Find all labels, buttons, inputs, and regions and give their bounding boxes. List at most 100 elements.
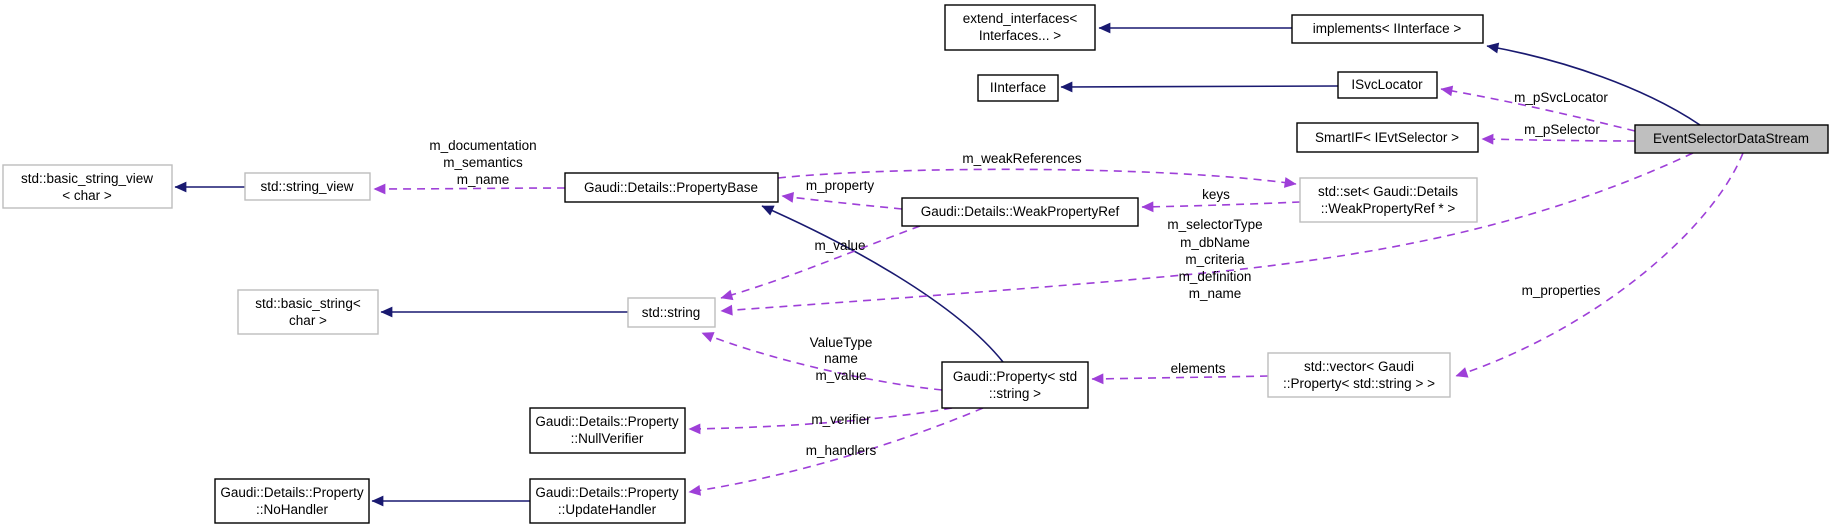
edge-label-m-criteria: m_criteria [1185,252,1245,267]
edge-esds-uses-isvclocator [1440,85,1636,132]
node-box [529,478,686,524]
node-std-string[interactable]: std::string [627,297,716,328]
node-smartif-ievtselector[interactable]: SmartIF< IEvtSelector > [1296,122,1479,153]
node-gaudi-details-property-no-handler[interactable]: Gaudi::Details::Property ::NoHandler [214,478,370,524]
edge-label-m-documentation: m_documentation [429,138,536,153]
edge-label-m-value-weakref: m_value [814,238,865,253]
node-label: ::WeakPropertyRef * > [1321,201,1456,216]
edge-label-name: name [824,351,858,366]
nodes-layer: extend_interfaces< Interfaces... > imple… [2,4,1829,524]
node-label: SmartIF< IEvtSelector > [1315,130,1459,145]
node-std-basic-string-view[interactable]: std::basic_string_view < char > [2,164,173,209]
edge-label-valuetype: ValueType [810,335,873,350]
edge-gaudi-property-to-property-base [761,205,1004,363]
edge-label-elements: elements [1171,361,1226,376]
node-isvclocator[interactable]: ISvcLocator [1337,71,1438,99]
edge-label-m-weakreferences: m_weakReferences [962,151,1082,166]
node-box [1634,124,1829,154]
node-label: IInterface [990,80,1046,95]
node-event-selector-data-stream[interactable]: EventSelectorDataStream [1634,124,1829,154]
edge-std-vector-uses-gaudi-property [1091,373,1269,385]
node-label: Gaudi::Details::Property [535,485,679,500]
node-label: std::vector< Gaudi [1304,359,1414,374]
edges-layer [174,22,1744,507]
node-box [2,164,173,209]
edge-label-keys: keys [1202,187,1230,202]
node-gaudi-details-weak-property-ref[interactable]: Gaudi::Details::WeakPropertyRef [901,197,1139,227]
node-box [1299,177,1478,223]
node-label: char > [289,313,327,328]
node-box [941,361,1089,409]
node-label: std::set< Gaudi::Details [1318,184,1458,199]
node-label: Gaudi::Details::Property [535,414,679,429]
node-box [901,197,1139,227]
node-box [627,297,716,328]
edge-label-m-semantics: m_semantics [443,155,523,170]
node-box [977,74,1059,102]
node-box [244,172,371,201]
edge-label-m-name-propertybase: m_name [457,172,510,187]
edge-weak-property-ref-uses-property-base [781,192,903,210]
node-box [1296,122,1479,153]
edge-property-base-uses-string-view [373,183,566,195]
node-box [214,478,370,524]
node-implements-iinterface[interactable]: implements< IInterface > [1291,14,1484,44]
node-label: ::NullVerifier [571,431,644,446]
edge-label-m-verifier: m_verifier [811,412,871,427]
edge-gaudi-property-uses-std-string [701,332,943,391]
node-box [564,172,779,203]
node-label: ::UpdateHandler [558,502,657,517]
node-box [944,4,1096,51]
node-label: Gaudi::Property< std [953,369,1077,384]
node-label: extend_interfaces< [963,11,1078,26]
node-label: std::string_view [260,179,353,194]
node-label: ::string > [989,386,1041,401]
edge-label-m-dbname: m_dbName [1180,235,1250,250]
edge-label-m-properties: m_properties [1522,283,1601,298]
node-box [529,407,686,454]
edge-esds-to-implements [1486,42,1701,126]
node-label: Gaudi::Details::WeakPropertyRef [921,204,1120,219]
node-gaudi-details-property-null-verifier[interactable]: Gaudi::Details::Property ::NullVerifier [529,407,686,454]
node-label: Gaudi::Details::PropertyBase [584,180,758,195]
edge-label-m-handlers: m_handlers [806,443,877,458]
node-label: Interfaces... > [979,28,1061,43]
node-std-vector-gaudi-property[interactable]: std::vector< Gaudi ::Property< std::stri… [1267,352,1451,398]
node-label: EventSelectorDataStream [1653,131,1809,146]
node-label: Gaudi::Details::Property [220,485,364,500]
node-extend-interfaces[interactable]: extend_interfaces< Interfaces... > [944,4,1096,51]
node-std-string-view[interactable]: std::string_view [244,172,371,201]
edge-std-set-uses-weak-property-ref [1141,201,1301,213]
node-box [1291,14,1484,44]
node-box [1337,71,1438,99]
edge-label-m-definition: m_definition [1179,269,1252,284]
edge-esds-uses-std-string [720,152,1694,316]
node-std-set-weak-property-ref[interactable]: std::set< Gaudi::Details ::WeakPropertyR… [1299,177,1478,223]
node-std-basic-string[interactable]: std::basic_string< char > [237,289,379,335]
edge-property-base-uses-std-set [777,168,1297,188]
edge-esds-uses-smartif [1481,133,1636,145]
node-label: ::NoHandler [256,502,329,517]
edge-label-m-psvclocator: m_pSvcLocator [1514,90,1608,105]
edge-labels-layer: m_pSvcLocator m_pSelector m_documentatio… [429,90,1608,458]
node-box [237,289,379,335]
node-label: std::basic_string< [255,296,361,311]
edge-label-m-name-esds: m_name [1189,286,1242,301]
edge-label-m-selectortype: m_selectorType [1167,217,1262,232]
node-label: implements< IInterface > [1313,21,1462,36]
node-label: < char > [62,188,112,203]
node-box [1267,352,1451,398]
node-label: std::basic_string_view [21,171,153,186]
edge-esds-uses-std-vector [1455,152,1744,378]
edge-label-m-property: m_property [806,178,875,193]
edge-isvclocator-to-iinterface [1060,81,1339,93]
node-iinterface[interactable]: IInterface [977,74,1059,102]
node-label: ISvcLocator [1351,77,1423,92]
node-gaudi-property-std-string[interactable]: Gaudi::Property< std ::string > [941,361,1089,409]
node-gaudi-details-property-update-handler[interactable]: Gaudi::Details::Property ::UpdateHandler [529,478,686,524]
node-gaudi-details-property-base[interactable]: Gaudi::Details::PropertyBase [564,172,779,203]
edge-weak-property-ref-uses-std-string [720,225,921,301]
edge-label-m-pselector: m_pSelector [1524,122,1600,137]
